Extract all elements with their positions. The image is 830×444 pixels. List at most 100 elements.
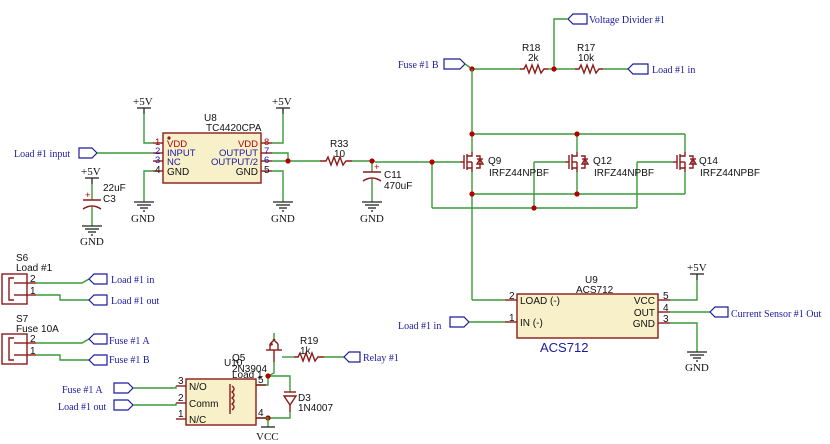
u8-ref: U8 (204, 113, 217, 124)
net-label-relay: Relay #1 (363, 353, 399, 364)
u9-pin2-name: LOAD (-) (520, 296, 560, 307)
u9-current-sensor: U9 ACS712 ACS712 2 1 LOAD (-) IN (-) 5 4… (505, 275, 670, 355)
u8-pin5-name: GND (236, 167, 258, 178)
net-label-voltage-divider-flag (567, 13, 588, 25)
s6-ref: S6 (16, 253, 29, 264)
q5-value: 2N3904 (232, 364, 267, 375)
u9-pin1-num: 1 (509, 313, 515, 324)
u8-pin2-name: INPUT (167, 148, 196, 159)
net-label-fuse-a-relay: Fuse #1 A (62, 385, 103, 396)
u8-gate-driver: U8 TC4420CPA 1 2 3 4 VDD INPUT NC GND 8 … (153, 113, 272, 184)
u9-pin2-num: 2 (509, 291, 515, 302)
transistor-q5 (266, 333, 282, 362)
s6-body (1, 273, 28, 305)
c11-value: 470uF (384, 181, 412, 192)
r17-resistor (575, 63, 603, 75)
r19-resistor (294, 351, 324, 363)
gnd-u8-left: GND (131, 213, 155, 225)
u10-value: Load 1 (232, 370, 263, 381)
net-label-load-out-conn: Load #1 out (111, 296, 160, 307)
net-label-fuse-a-conn: Fuse #1 A (109, 336, 150, 347)
u9-pin5-num: 5 (663, 291, 669, 302)
u9-pin4-num: 4 (663, 303, 669, 314)
mosfet-q12 (565, 152, 590, 172)
q9-ref: Q9 (488, 156, 502, 167)
u8-pin3-num: 3 (155, 155, 160, 166)
s7-ref: S7 (16, 314, 29, 325)
u8-wiring: +5V +5V Load #1 input GND GND (14, 96, 320, 225)
u10-pin4-num: 4 (258, 408, 264, 419)
net-label-load-out-relay: Load #1 out (58, 402, 107, 413)
gnd-c3: GND (80, 236, 104, 248)
q14-value: IRFZ44NPBF (700, 168, 760, 179)
net-label-current-sensor-flag (709, 306, 729, 318)
net-label-voltage-divider: Voltage Divider #1 (589, 15, 665, 26)
net-label-load-out-relay-flag (113, 399, 134, 411)
s6-pin1: 1 (30, 286, 36, 297)
u10-pin5-num: 5 (258, 375, 264, 386)
r18-ref: R18 (522, 43, 541, 54)
u8-pin3-name: NC (167, 157, 181, 168)
power-vcc-relay: VCC (256, 431, 279, 443)
s7-body (1, 333, 28, 365)
c3-ref: C3 (103, 194, 116, 205)
net-label-load-input-flag (78, 147, 98, 159)
gnd-u9: GND (685, 362, 709, 374)
r33-c11-section: R33 10 + C11 470uF GND (320, 139, 412, 225)
u10-coil (230, 385, 235, 411)
r19-value: 1k (300, 346, 312, 357)
u10-pin3-num: 3 (178, 376, 184, 387)
u10-pin2-name: Comm (189, 399, 218, 410)
u8-pin8-name: VDD (238, 139, 258, 150)
u9-wiring: Load #1 in +5V Current Sensor #1 Out GND (398, 262, 821, 374)
d3-diode (282, 395, 298, 407)
net-label-load-in-top-flag (627, 63, 649, 75)
u9-body (516, 293, 659, 339)
r18-value: 2k (528, 53, 540, 64)
s6-connector: S6 Load #1 2 1 Load #1 in Load #1 out (1, 253, 160, 307)
u8-pin1-name: VDD (167, 139, 187, 150)
net-label-fuse-b-top: Fuse #1 B (398, 60, 439, 71)
power-5v-c3: +5V (81, 166, 101, 178)
net-label-load-in-top: Load #1 in (652, 65, 695, 76)
d3-value: 1N4007 (298, 403, 333, 414)
s6-value: Load #1 (16, 263, 53, 274)
r17-value: 10k (578, 53, 595, 64)
power-5v-u8-left: +5V (133, 96, 153, 108)
c3-section: +5V + 22uF C3 GND (80, 166, 126, 248)
voltage-divider-section: Voltage Divider #1 Fuse #1 B R18 2k R17 … (398, 13, 695, 76)
net-label-load-in-conn-flag (88, 273, 108, 285)
u9-pin4-name: OUT (634, 308, 655, 319)
r33-ref: R33 (330, 139, 349, 150)
u8-pin7-num: 7 (264, 146, 269, 157)
q12-value: IRFZ44NPBF (594, 168, 654, 179)
net-label-load-in-sensor-flag (449, 316, 470, 328)
q12-ref: Q12 (593, 156, 612, 167)
net-label-relay-flag (343, 351, 361, 363)
d3-ref: D3 (298, 393, 311, 404)
power-5v-u8-right: +5V (272, 96, 292, 108)
u10-pin3-name: N/O (189, 382, 207, 393)
net-label-load-in-sensor: Load #1 in (398, 321, 441, 332)
c11-plate-bottom (362, 177, 382, 182)
mosfet-bank: Q9 IRFZ44NPBF Q12 IRFZ44NPBF (375, 69, 760, 300)
net-label-fuse-b-conn-flag (88, 354, 108, 366)
c3-plate-bottom (82, 205, 102, 210)
u8-pin4-name: GND (167, 167, 189, 178)
r33-value: 10 (334, 149, 346, 160)
r33-resistor (320, 155, 352, 167)
s7-value: Fuse 10A (16, 324, 59, 335)
u10-pin1-num: 1 (178, 409, 184, 420)
net-label-load-input: Load #1 input (14, 149, 70, 160)
net-label-fuse-a-conn-flag (88, 333, 108, 345)
q9-value: IRFZ44NPBF (489, 168, 549, 179)
s7-pin1: 1 (30, 346, 36, 357)
q5-ref: Q5 (232, 353, 246, 364)
power-5v-u9: +5V (687, 262, 707, 274)
relay-section: Q5 2N3904 R19 1k Relay #1 D3 1N4007 VCC … (58, 333, 399, 443)
net-label-fuse-a-relay-flag (113, 382, 134, 394)
u8-value: TC4420CPA (206, 123, 262, 134)
u8-pin7-name: OUTPUT (219, 148, 258, 159)
r18-resistor (520, 63, 548, 75)
